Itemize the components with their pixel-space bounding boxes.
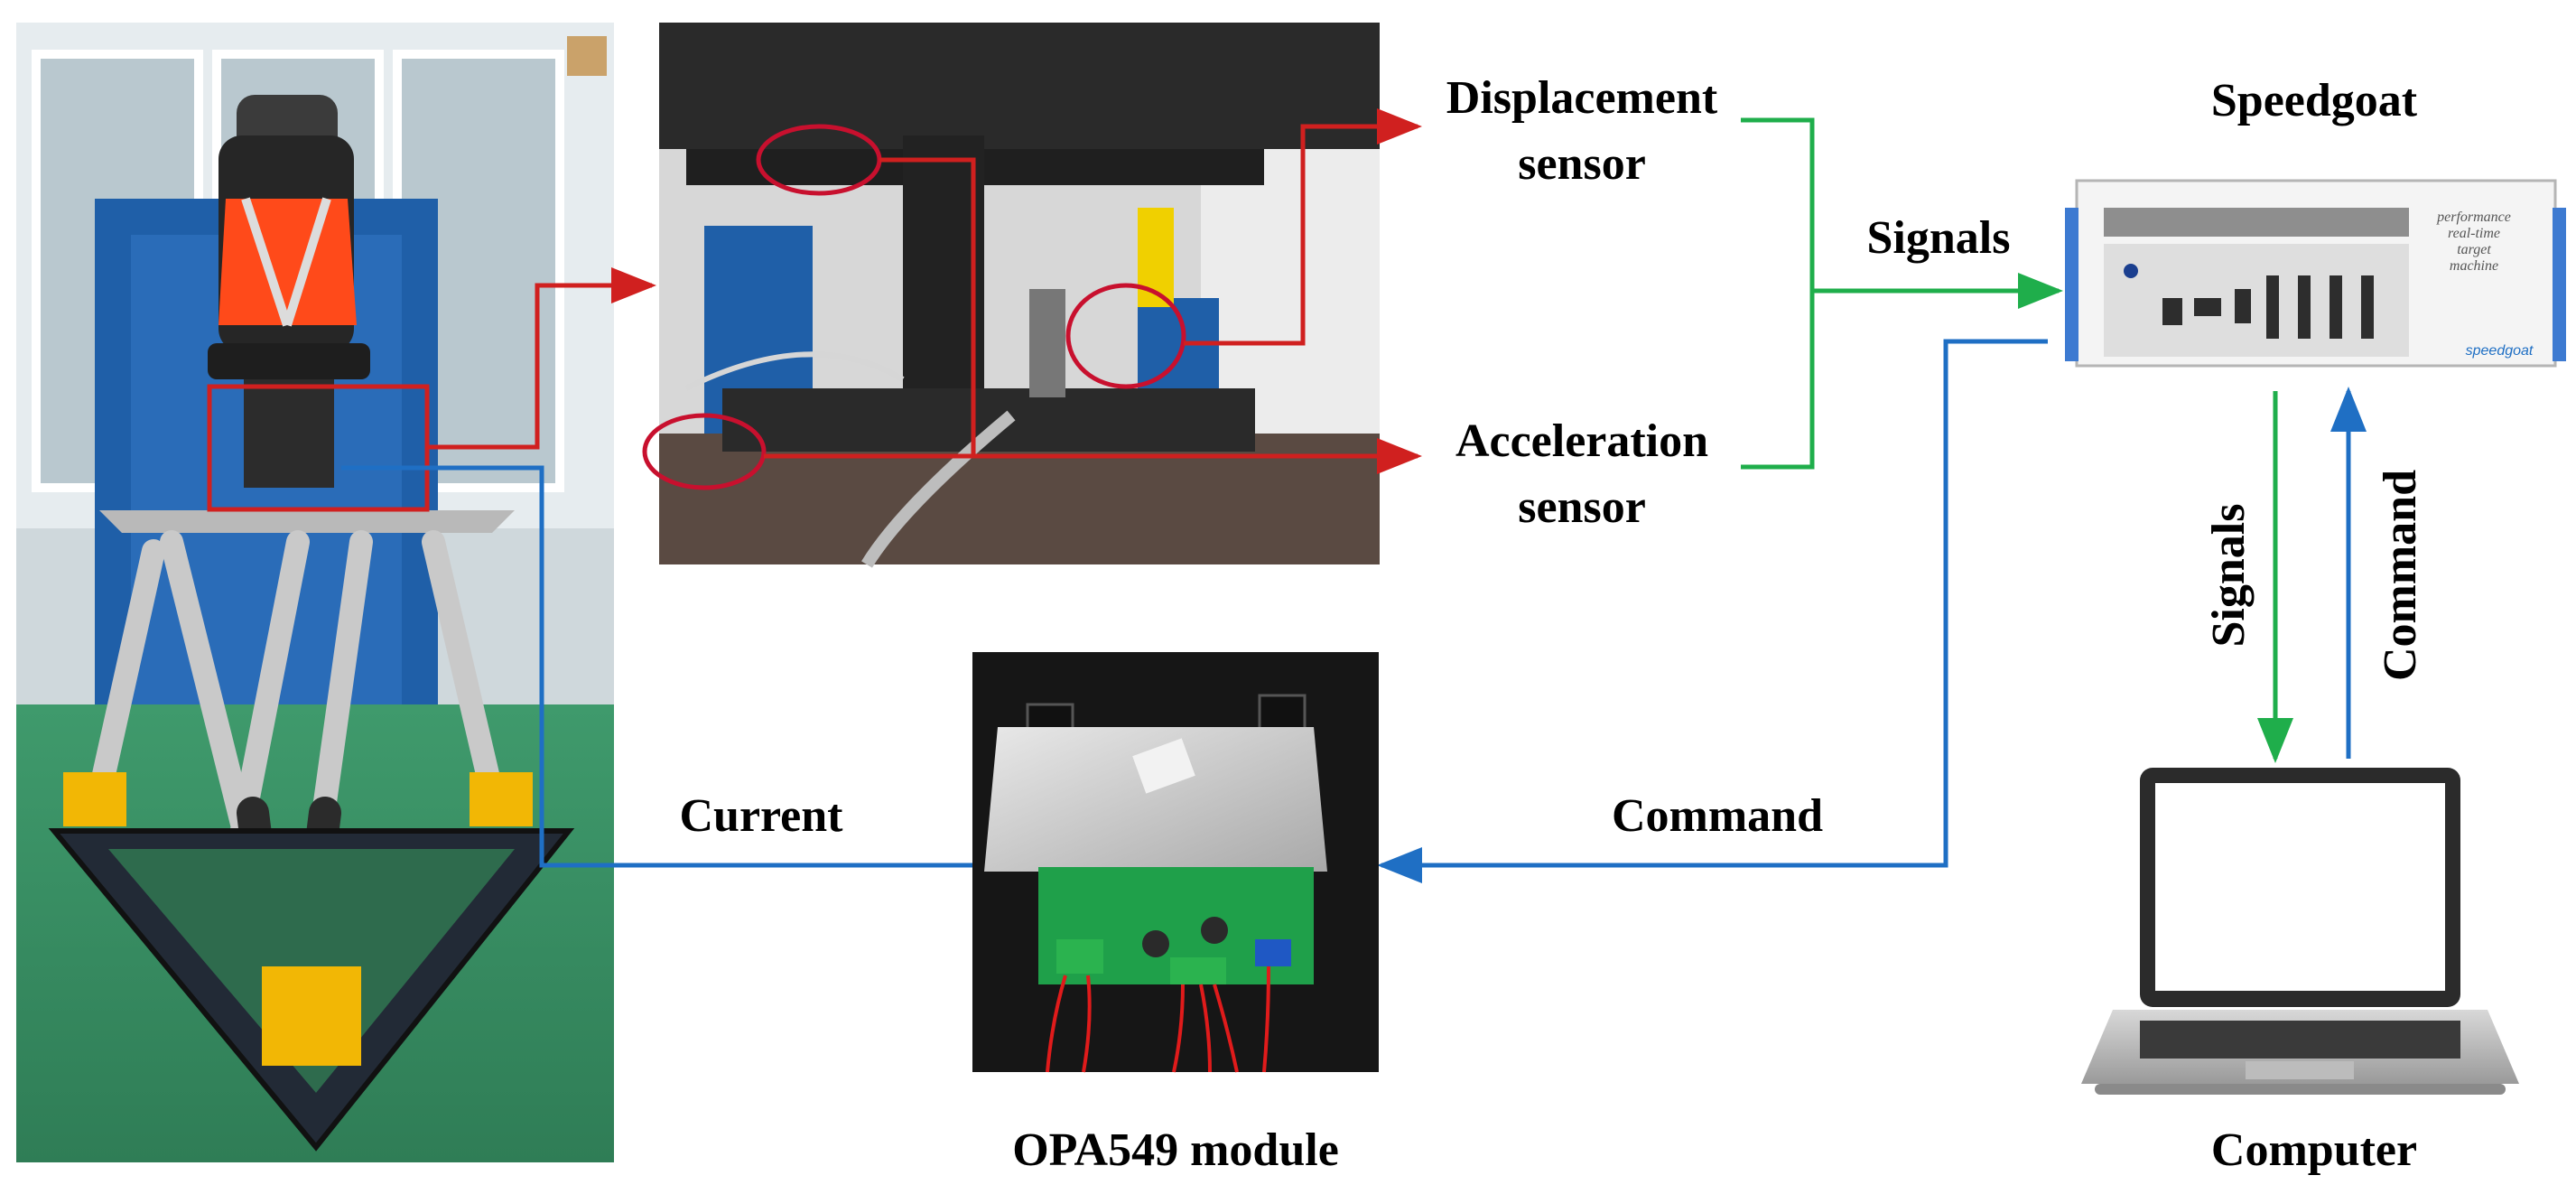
- speedgoat-device: performance real-time target machine spe…: [2065, 179, 2566, 368]
- svg-text:sensor: sensor: [1518, 481, 1646, 533]
- current-label: Current: [679, 790, 843, 842]
- platform-photo: [16, 23, 614, 1162]
- command-vertical-label: Command: [2375, 470, 2426, 681]
- svg-text:Displacement: Displacement: [1446, 72, 1718, 124]
- svg-text:real-time: real-time: [2448, 226, 2500, 241]
- computer-label: Computer: [2211, 1124, 2417, 1176]
- svg-text:target: target: [2457, 242, 2491, 257]
- signals-vertical-label: Signals: [2203, 504, 2255, 648]
- displacement-sensor-label: Displacement sensor: [1446, 72, 1718, 190]
- command-horizontal-label: Command: [1612, 790, 1823, 842]
- speedgoat-title: Speedgoat: [2211, 75, 2418, 126]
- signals-top-label: Signals: [1867, 212, 2011, 264]
- acceleration-sensor-label: Acceleration sensor: [1455, 415, 1708, 533]
- signal-arrows-top: [1741, 117, 2063, 470]
- laptop-icon: [2081, 768, 2519, 1095]
- svg-text:sensor: sensor: [1518, 138, 1646, 190]
- opa549-module-label: OPA549 module: [1012, 1124, 1339, 1176]
- sensor-arrows: [427, 108, 1422, 474]
- command-arrow: [1377, 339, 2048, 883]
- svg-text:Acceleration: Acceleration: [1455, 415, 1708, 467]
- svg-text:performance: performance: [2436, 210, 2511, 225]
- current-line: [341, 465, 975, 868]
- opa549-board-photo: [972, 652, 1379, 1073]
- svg-text:machine: machine: [2450, 258, 2498, 274]
- svg-text:speedgoat: speedgoat: [2466, 343, 2534, 359]
- seat-closeup-photo: [659, 23, 1380, 568]
